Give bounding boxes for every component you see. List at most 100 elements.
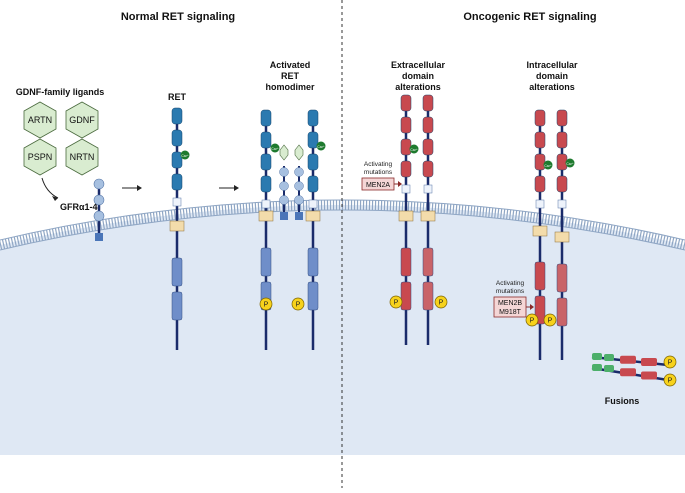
calcium-label: Ca²⁺: [271, 147, 279, 151]
fusion-partner-domain: [592, 353, 602, 360]
transmembrane-domain: [420, 210, 436, 222]
gfra-domain: [294, 181, 304, 191]
kinase-domain-c: [422, 281, 434, 311]
calcium-label: Ca²⁺: [410, 148, 418, 152]
hexagon-gdnf: [65, 101, 99, 139]
ligand-hexagons: ARTN GDNF PSPN NRTN: [23, 101, 99, 176]
ligand-hexagon-icon: [279, 144, 289, 161]
fusion-kinase-domain: [641, 357, 657, 366]
cadherin-domain: [260, 153, 272, 171]
extra-label-1: Extracellular: [391, 60, 446, 70]
transmembrane-domain: [258, 210, 274, 222]
kinase-domain-n: [534, 261, 546, 291]
ligand-gdnf: GDNF: [69, 115, 95, 125]
cadherin-domain: [307, 131, 319, 149]
phosphate-label: P: [668, 360, 673, 367]
dimer-label-3: homodimer: [265, 82, 315, 92]
men2a-label: MEN2A: [366, 182, 390, 189]
fusion-partner-domain: [604, 365, 614, 372]
kinase-domain-c: [400, 281, 412, 311]
kinase-domain-n: [307, 247, 319, 277]
cadherin-domain: [171, 107, 183, 125]
kinase-domain-n: [171, 257, 183, 287]
arrowhead-icon: [530, 304, 534, 310]
phosphate-label: P: [548, 318, 553, 325]
calcium-ion-icon: [180, 150, 190, 160]
cysteine-rich-domain: [308, 199, 318, 209]
kinase-domain-c: [307, 281, 319, 311]
intra-label-3: alterations: [529, 82, 575, 92]
cysteine-rich-domain: [172, 197, 182, 207]
kinase-domain-c: [171, 291, 183, 321]
hexagon-artn: [23, 101, 57, 139]
cadherin-domain: [422, 160, 434, 178]
ligands-title: GDNF-family ligands: [16, 87, 105, 97]
cadherin-domain: [422, 116, 434, 134]
header-oncogenic: Oncogenic RET signaling: [463, 11, 596, 23]
cysteine-rich-domain: [423, 184, 433, 194]
calcium-label: Ca²⁺: [544, 164, 552, 168]
dimer-label-2: RET: [281, 71, 300, 81]
cadherin-domain: [534, 175, 546, 193]
phosphate-icon: [543, 313, 557, 327]
transmembrane-domain: [305, 210, 321, 222]
dimer-label-1: Activated: [270, 60, 311, 70]
arrowhead-icon: [52, 196, 58, 201]
phosphate-icon: [663, 355, 677, 369]
kinase-domain-n: [400, 247, 412, 277]
m918t-label: M918T: [499, 309, 522, 316]
phosphate-icon: [663, 373, 677, 387]
cadherin-domain: [400, 160, 412, 178]
calcium-ion-icon: [316, 141, 326, 151]
ligand-hexagon-icon: [294, 144, 304, 161]
arrowhead-icon: [234, 185, 239, 191]
cadherin-domain: [260, 131, 272, 149]
cadherin-domain: [556, 175, 568, 193]
fusion-kinase-domain: [620, 355, 636, 364]
phosphate-label: P: [530, 318, 535, 325]
cadherin-domain: [556, 131, 568, 149]
phosphate-icon: [389, 295, 403, 309]
gfra-domain: [294, 195, 304, 205]
phosphate-label: P: [296, 302, 301, 309]
transmembrane-domain: [169, 220, 185, 232]
intra-label-2: domain: [536, 71, 568, 81]
cysteine-rich-domain: [557, 199, 567, 209]
activating-mutations-2: Activating: [496, 280, 525, 287]
cadherin-domain: [307, 109, 319, 127]
phosphate-label: P: [264, 302, 269, 309]
cysteine-rich-domain: [401, 184, 411, 194]
phosphate-icon: [525, 313, 539, 327]
kinase-domain-n: [422, 247, 434, 277]
ligand-artn: ARTN: [28, 115, 52, 125]
phosphate-label: P: [668, 378, 673, 385]
phosphate-icon: [259, 297, 273, 311]
ret-label: RET: [168, 92, 187, 102]
activating-mutations-1b: mutations: [364, 169, 393, 176]
cadherin-domain: [400, 94, 412, 112]
cadherin-domain: [534, 131, 546, 149]
phosphate-icon: [434, 295, 448, 309]
fusion-kinase-domain: [641, 371, 657, 380]
intra-label-1: Intracellular: [526, 60, 578, 70]
cadherin-domain: [307, 153, 319, 171]
men2b-label: MEN2B: [498, 300, 522, 307]
gfra-receptor: [93, 178, 105, 241]
cadherin-domain: [422, 94, 434, 112]
hexagon-nrtn: [65, 138, 99, 176]
cadherin-domain: [534, 109, 546, 127]
fusion-partner-domain: [604, 354, 614, 361]
cadherin-domain: [556, 109, 568, 127]
transmembrane-domain: [398, 210, 414, 222]
gfra-domain: [294, 167, 304, 177]
calcium-label: Ca²⁺: [566, 162, 574, 166]
cadherin-domain: [171, 151, 183, 169]
fusion-kinase-domain: [620, 368, 636, 377]
cadherin-domain: [260, 175, 272, 193]
gfra-anchor: [280, 212, 288, 220]
calcium-ion-icon: [543, 160, 553, 170]
calcium-label: Ca²⁺: [181, 154, 189, 158]
